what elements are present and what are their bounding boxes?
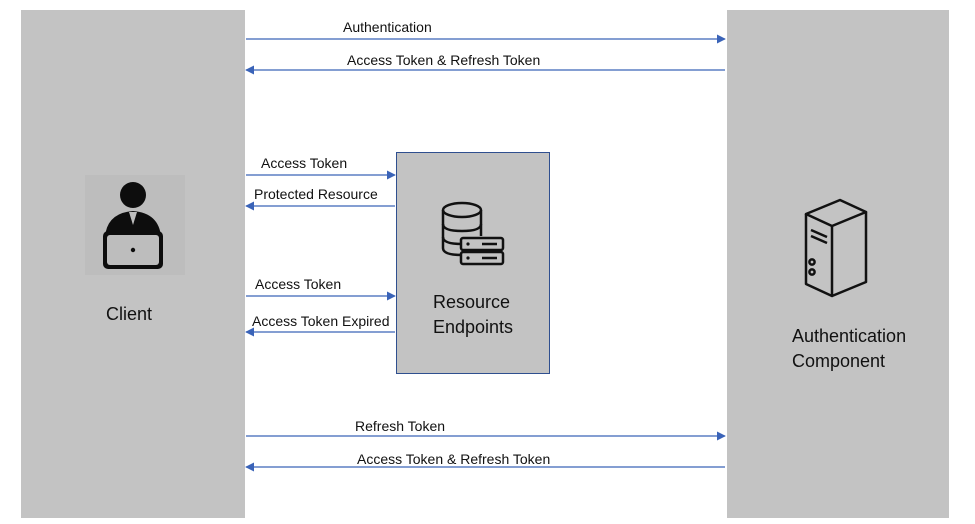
client-label: Client [106, 304, 153, 324]
access-refresh-label-1: Access Token & Refresh Token [347, 52, 541, 68]
access-token-label-1: Access Token [261, 155, 348, 171]
access-refresh-label-2: Access Token & Refresh Token [357, 451, 551, 467]
resource-label-line2: Endpoints [433, 317, 514, 337]
resource-label-line1: Resource [433, 292, 511, 312]
authentication-label: Authentication [343, 19, 432, 35]
auth-component-label-line2: Component [792, 351, 886, 371]
database-server-icon [441, 201, 505, 266]
auth-component-panel [727, 10, 949, 518]
refresh-token-label: Refresh Token [355, 418, 446, 434]
access-token-label-2: Access Token [255, 276, 342, 292]
server-tower-icon [804, 198, 868, 298]
access-token-expired-label: Access Token Expired [252, 313, 390, 329]
auth-component-label-line1: Authentication [792, 326, 907, 346]
user-at-laptop-icon [85, 175, 185, 275]
protected-resource-label: Protected Resource [254, 186, 378, 202]
resource-endpoints-box [396, 152, 550, 374]
